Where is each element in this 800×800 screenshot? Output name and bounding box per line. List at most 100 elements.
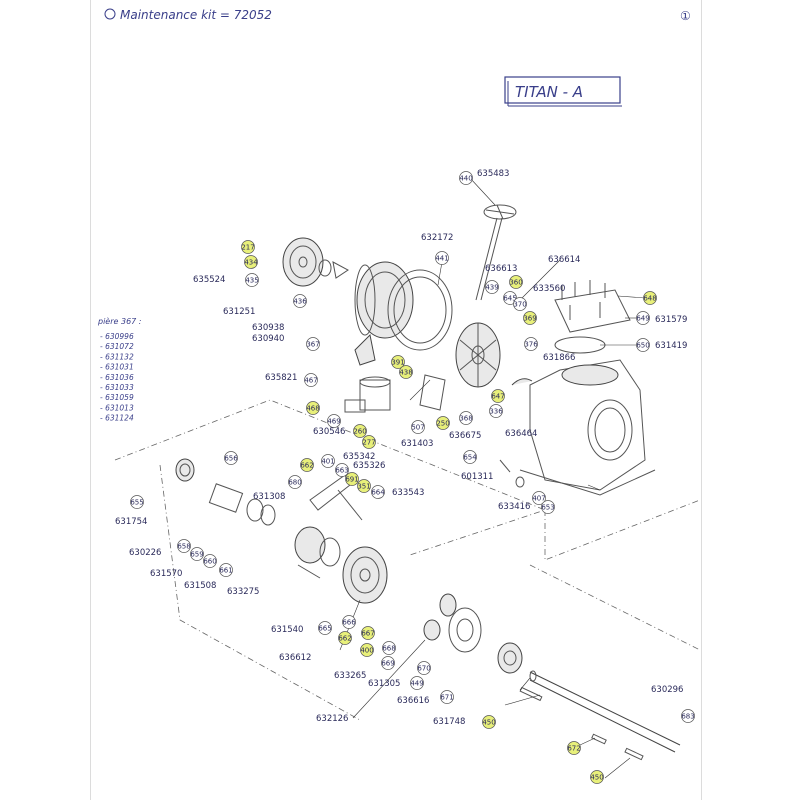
callout-number: 666 [342,618,356,626]
callout-number: 468 [306,404,319,412]
bolt-flange-part [554,280,631,354]
callout-number: 467 [304,376,317,384]
callout-645: 645 [503,291,517,305]
callout-group: 4402174344354364414393606453703696486496… [130,171,695,784]
callout-number: 351 [357,482,370,490]
pulley-part [282,237,349,287]
highlighted-callout-circle [360,643,374,657]
highlighted-callout-circle [399,365,413,379]
callout-439: 439 [485,280,499,294]
callout-668: 668 [382,641,396,655]
callout-number: 360 [509,278,522,286]
part-number-label: 631748 [433,717,465,727]
callout-circle [440,690,454,704]
highlighted-callout-circle [482,715,496,729]
callout-663: 663 [335,463,349,477]
callout-number: 680 [288,478,301,486]
callout-662b: 662 [338,631,352,645]
front-housing-part [354,261,453,351]
callout-circle [219,563,233,577]
callout-367: 367 [306,337,320,351]
highlighted-callout-circle [338,631,352,645]
callout-680: 680 [288,475,302,489]
callout-circle [410,676,424,690]
callout-336: 336 [489,404,503,418]
callout-number: 653 [541,503,554,511]
side-note-title: pière 367 : [97,316,142,326]
callout-217: 217 [241,240,255,254]
callout-670: 670 [417,661,431,675]
dashed-line-shaft [529,564,701,651]
highlighted-callout-circle [345,472,359,486]
part-number-label: 633416 [498,502,530,512]
callout-391: 391 [391,355,405,369]
part-number-label: 633560 [533,284,565,294]
callout-circle [636,311,650,325]
callout-number: 683 [681,712,694,720]
part-number-label: 601311 [461,472,493,482]
callout-260: 260 [353,424,367,438]
callout-number: 401 [321,457,334,465]
callout-circle [524,337,538,351]
callout-653: 653 [541,500,555,514]
callout-507: 507 [411,420,425,434]
callout-400: 400 [360,643,374,657]
part-number-label: 635483 [477,169,509,179]
callout-368: 368 [459,411,473,425]
part-number-label: 631251 [223,307,255,317]
small-gear-part [423,593,457,641]
clip-part [511,378,533,386]
callout-number: 668 [382,644,395,652]
highlighted-callout-circle [643,291,657,305]
callout-number: 260 [353,427,366,435]
callout-circle [327,414,341,428]
callout-circle [681,709,695,723]
callout-number: 368 [459,414,472,422]
part-number-label: 630226 [129,548,161,558]
callout-number: 435 [245,276,258,284]
callout-number: 645 [503,294,516,302]
callout-number: 669 [381,659,394,667]
callout-number: 469 [327,417,340,425]
part-number-label: 635342 [343,452,375,462]
callout-434: 434 [244,255,258,269]
callout-number: 647 [491,392,504,400]
callout-circle [342,615,356,629]
callout-circle [245,273,259,287]
callout-277: 277 [362,435,376,449]
callout-351: 351 [357,479,371,493]
highlighted-callout-circle [590,770,604,784]
part-number-label: 636464 [505,429,537,439]
callout-number: 670 [417,664,430,672]
callout-number: 662 [338,634,351,642]
bracket-part [344,333,446,413]
callout-number: 664 [371,488,385,496]
side-note-item: - 631124 [100,414,134,423]
part-number-label: 631866 [543,353,575,363]
callout-circle [532,491,546,505]
callout-number: 277 [362,438,375,446]
highlighted-callout-circle [306,401,320,415]
callout-661: 661 [219,563,233,577]
callout-number: 650 [636,341,649,349]
part-number-label: 630940 [252,334,284,344]
callout-circle [417,661,431,675]
callout-number: 250 [436,419,449,427]
part-number-label: 631308 [253,492,285,502]
callout-number: 665 [318,624,331,632]
callout-691: 691 [345,472,359,486]
large-gear-part [342,546,388,604]
callout-circle [382,641,396,655]
callout-circle [371,485,385,499]
part-number-group: 6354836321726366136366146335606355246312… [115,169,687,727]
callout-450a: 450 [482,715,496,729]
callout-number: 369 [523,314,536,322]
callout-468: 468 [306,401,320,415]
callout-number: 662 [300,461,313,469]
callout-683: 683 [681,709,695,723]
part-number-label: 630546 [313,427,345,437]
callout-number: 441 [435,254,448,262]
callout-648: 648 [643,291,657,305]
callout-number: 336 [489,407,503,415]
